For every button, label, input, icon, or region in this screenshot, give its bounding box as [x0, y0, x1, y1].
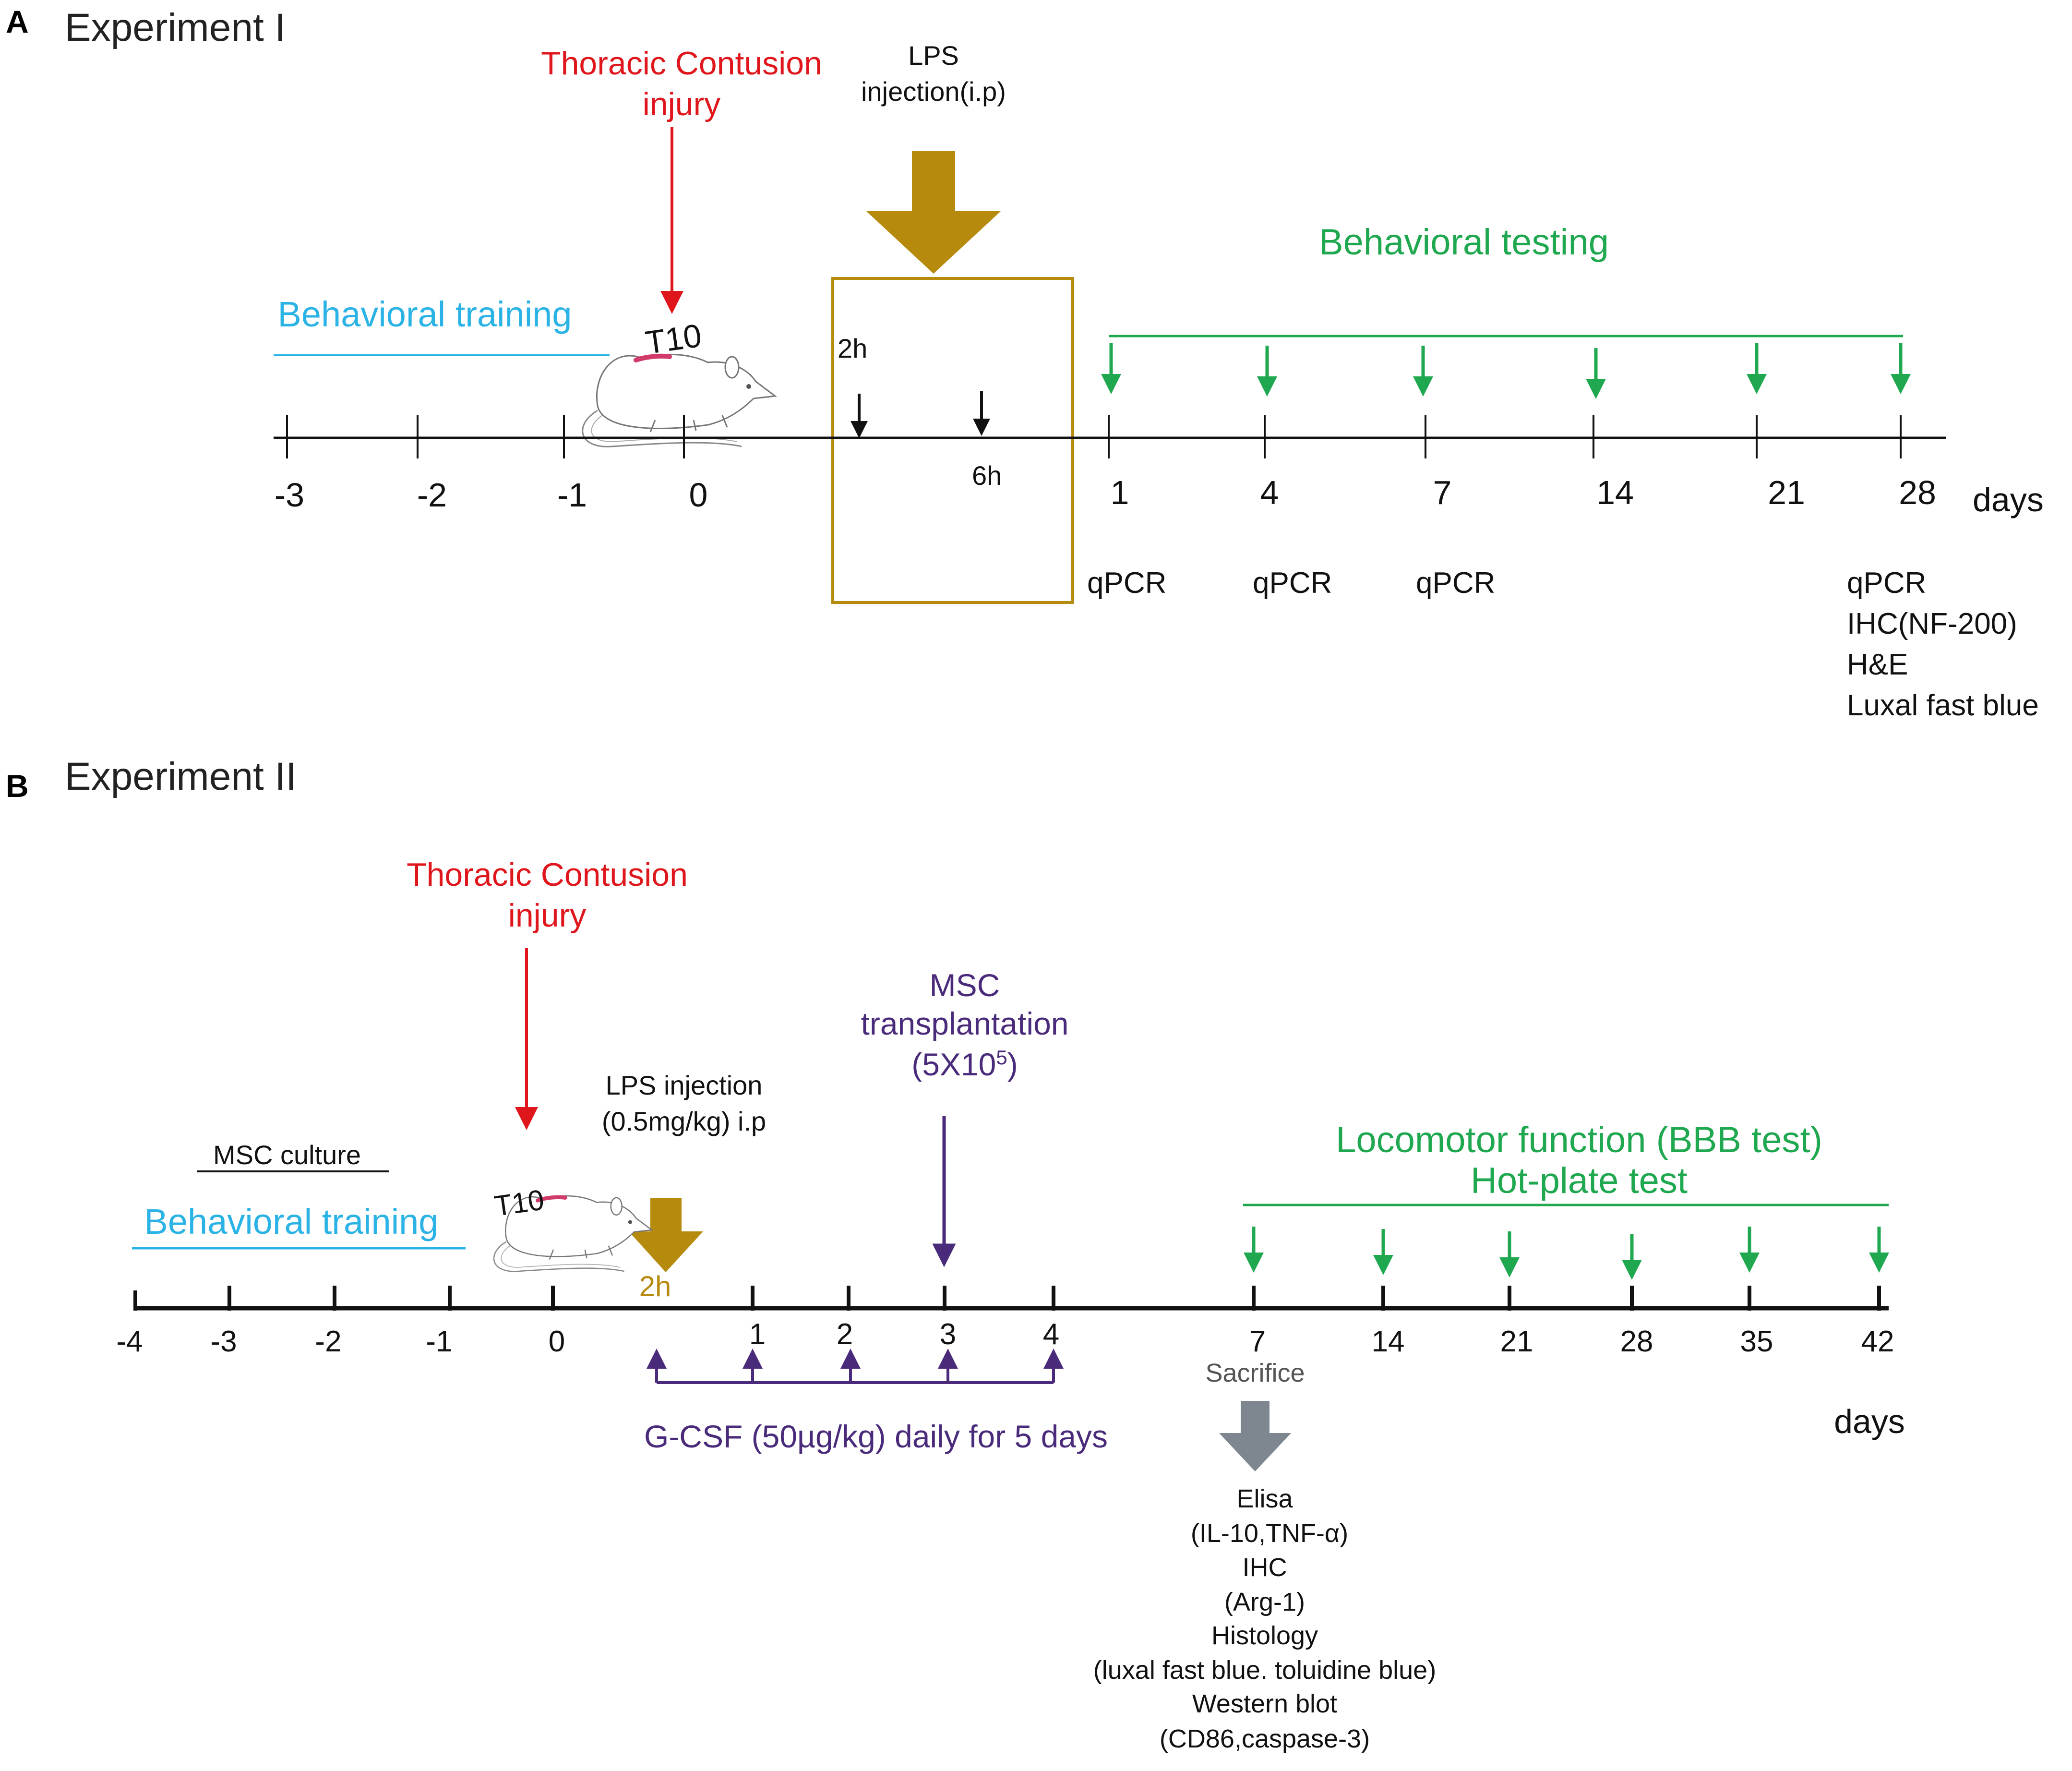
b-testing-label-line1: Locomotor function (BBB test) [1336, 1120, 1822, 1160]
a-final-assays: qPCR IHC(NF-200) H&E Luxal fast blue [1847, 566, 2039, 722]
b-tick-label: 3 [940, 1318, 956, 1351]
b-msc-dose: (5X105) [911, 1046, 1018, 1083]
a-final-assay: qPCR [1847, 566, 1926, 600]
b-lps-arrow-icon [629, 1198, 703, 1272]
b-lps-label-line1: LPS injection [606, 1070, 763, 1100]
a-qpcr-d4: qPCR [1253, 566, 1332, 600]
a-qpcr-d1: qPCR [1087, 566, 1166, 600]
b-tick-label: 7 [1249, 1325, 1266, 1358]
b-testing-arrows [1244, 1227, 1889, 1280]
panel-b-title: Experiment II [65, 755, 297, 798]
b-sacrifice-label: Sacrifice [1205, 1359, 1305, 1387]
b-axis-ticks [133, 1286, 1881, 1311]
b-assays: Elisa (IL-10,TNF-α) IHC (Arg-1) Histolog… [1093, 1484, 1436, 1753]
a-final-assay: H&E [1847, 648, 1908, 681]
a-testing-arrows [1101, 343, 1911, 399]
b-tick-label: 14 [1372, 1325, 1405, 1358]
b-tick-labels: -4 -3 -2 -1 0 1 2 3 4 7 14 21 28 35 42 [116, 1318, 1894, 1358]
b-msc-label-line2: transplantation [861, 1006, 1069, 1041]
b-behavioral-training-label: Behavioral training [144, 1202, 439, 1241]
panel-b-letter: B [6, 768, 29, 804]
b-assay: (CD86,caspase-3) [1160, 1724, 1370, 1753]
b-tick-label: 2 [837, 1318, 853, 1351]
a-tick-label: 28 [1899, 474, 1936, 511]
a-tick-label: 4 [1260, 474, 1279, 511]
a-tick-label: -2 [417, 476, 447, 514]
b-tick-label: 0 [549, 1325, 565, 1358]
b-msc-dose-base: (5X10 [911, 1047, 996, 1082]
b-tick-label: -3 [210, 1325, 237, 1358]
b-days-label: days [1834, 1403, 1905, 1440]
a-vertebra-label: T10 [643, 317, 704, 361]
a-rat-icon [583, 354, 775, 446]
b-tick-label: 1 [749, 1318, 766, 1351]
a-2h-label: 2h [838, 333, 867, 363]
b-tick-label: -4 [116, 1325, 143, 1358]
b-injury-label-line2: injury [508, 897, 587, 934]
b-assay: Histology [1211, 1621, 1318, 1650]
b-tick-label: 42 [1861, 1325, 1894, 1358]
a-days-label: days [1973, 481, 2044, 518]
a-final-assay: Luxal fast blue [1847, 689, 2039, 722]
a-tick-label: 7 [1433, 474, 1452, 511]
panel-a: A Experiment I Thoracic Contusion injury… [6, 4, 2044, 722]
b-msc-dose-exp: 5 [996, 1046, 1007, 1069]
a-lps-label-line2: injection(i.p) [861, 76, 1006, 107]
b-assay: (IL-10,TNF-α) [1191, 1519, 1348, 1548]
b-testing-label-line2: Hot-plate test [1471, 1160, 1688, 1201]
panel-a-title: Experiment I [65, 6, 286, 49]
b-tick-label: 35 [1740, 1325, 1773, 1358]
a-tick-label: 0 [689, 476, 708, 514]
a-lps-window-box [831, 277, 1074, 604]
a-tick-label: 14 [1596, 474, 1634, 511]
a-tick-label: 21 [1768, 474, 1805, 511]
b-sacrifice-arrow-icon [1219, 1401, 1291, 1471]
b-msc-culture-label: MSC culture [213, 1140, 361, 1170]
b-msc-label-line1: MSC [930, 967, 1000, 1003]
b-assay: Elisa [1236, 1484, 1293, 1513]
b-assay: IHC [1243, 1553, 1287, 1582]
b-vertebra-label: T10 [492, 1183, 546, 1222]
a-tick-label: -3 [275, 476, 304, 514]
b-assay: (Arg-1) [1224, 1588, 1305, 1616]
a-behavioral-training-label: Behavioral training [278, 294, 572, 334]
b-tick-label: -2 [315, 1325, 341, 1358]
b-gcsf-bracket [647, 1349, 1064, 1384]
b-tick-label: 4 [1043, 1318, 1059, 1351]
a-tick-label: 1 [1111, 474, 1129, 511]
b-gcsf-label: G-CSF (50µg/kg) daily for 5 days [644, 1419, 1108, 1454]
panel-a-letter: A [6, 4, 29, 39]
a-injury-label-line2: injury [643, 86, 721, 122]
b-2h-label: 2h [639, 1270, 671, 1302]
a-final-assay: IHC(NF-200) [1847, 607, 2017, 640]
b-tick-label: 21 [1500, 1325, 1533, 1358]
a-injury-label-line1: Thoracic Contusion [541, 45, 822, 82]
a-tick-labels: -3 -2 -1 0 1 4 7 14 21 28 [275, 474, 1936, 514]
a-behavioral-testing-label: Behavioral testing [1319, 222, 1609, 263]
panel-b: B Experiment II Thoracic Contusion injur… [6, 755, 1905, 1753]
a-lps-label-line1: LPS [908, 40, 959, 71]
b-msc-dose-close: ) [1007, 1047, 1018, 1082]
a-tick-label: -1 [557, 476, 587, 514]
a-axis-ticks [286, 415, 1902, 458]
b-assay: Western blot [1192, 1689, 1337, 1718]
b-injury-label-line1: Thoracic Contusion [407, 856, 688, 893]
b-tick-label: 28 [1620, 1325, 1653, 1358]
a-6h-label: 6h [972, 460, 1002, 491]
b-tick-label: -1 [426, 1325, 452, 1358]
a-qpcr-d7: qPCR [1416, 566, 1495, 600]
b-assay: (luxal fast blue. toluidine blue) [1093, 1656, 1436, 1685]
b-lps-label-line2: (0.5mg/kg) i.p [602, 1106, 766, 1136]
a-lps-arrow-icon [866, 151, 1001, 274]
